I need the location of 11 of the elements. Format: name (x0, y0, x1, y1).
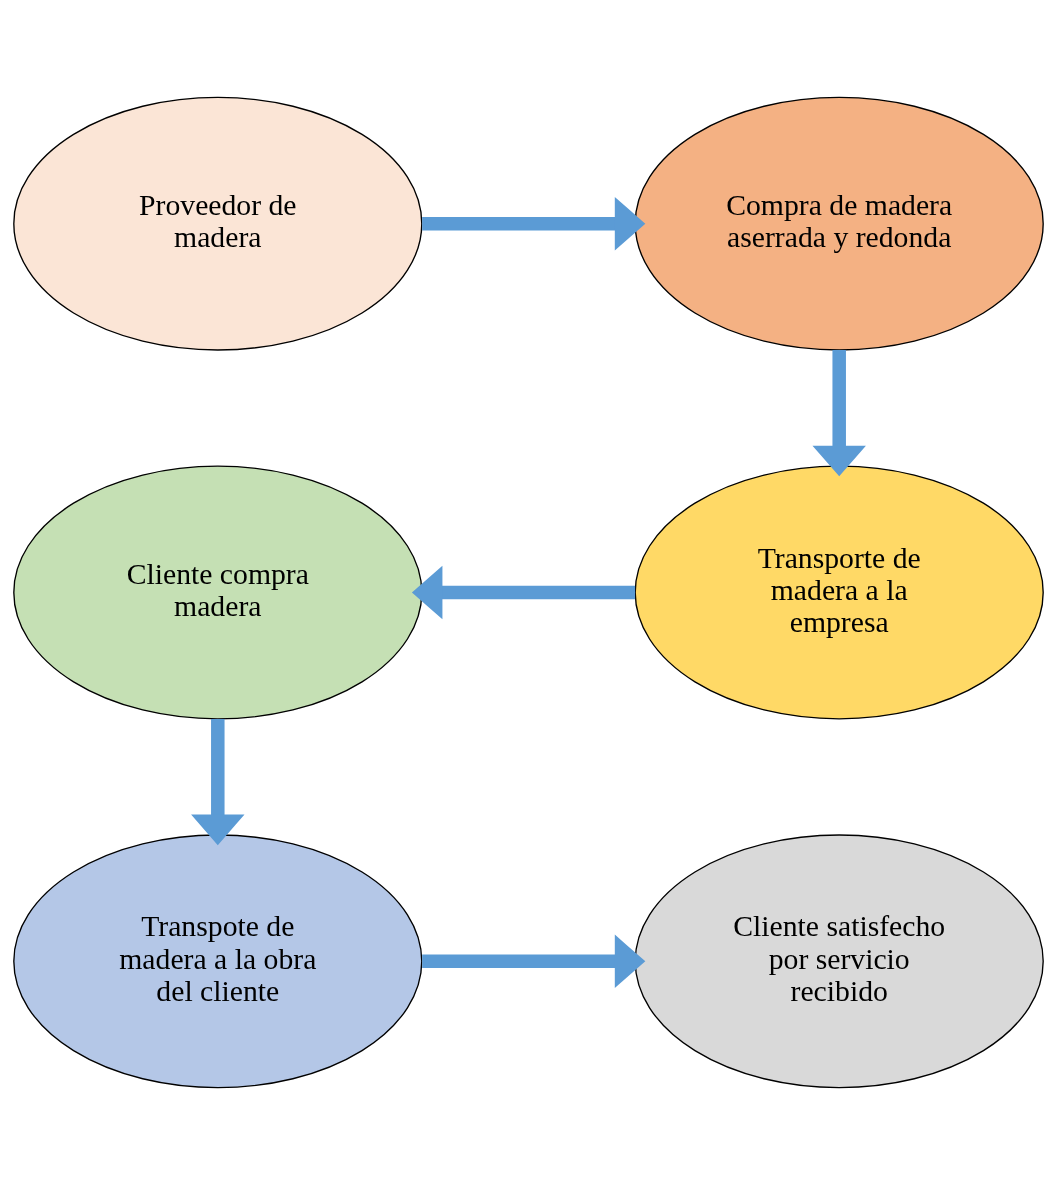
arrow (411, 565, 636, 619)
node-ellipse: Proveedor de madera (13, 96, 423, 351)
node-ellipse: Transporte de madera a la empresa (634, 465, 1044, 719)
node-ellipse: Transpote de madera a la obra del cliente (13, 833, 423, 1088)
arrow (422, 934, 646, 988)
node-ellipse: Cliente satisfecho por servicio recibido (634, 833, 1044, 1088)
arrow (422, 196, 646, 250)
node-ellipse: Cliente compra madera (13, 465, 423, 719)
arrow (812, 349, 866, 476)
arrow (191, 718, 245, 845)
node-ellipse: Compra de madera aserrada y redonda (634, 96, 1044, 351)
